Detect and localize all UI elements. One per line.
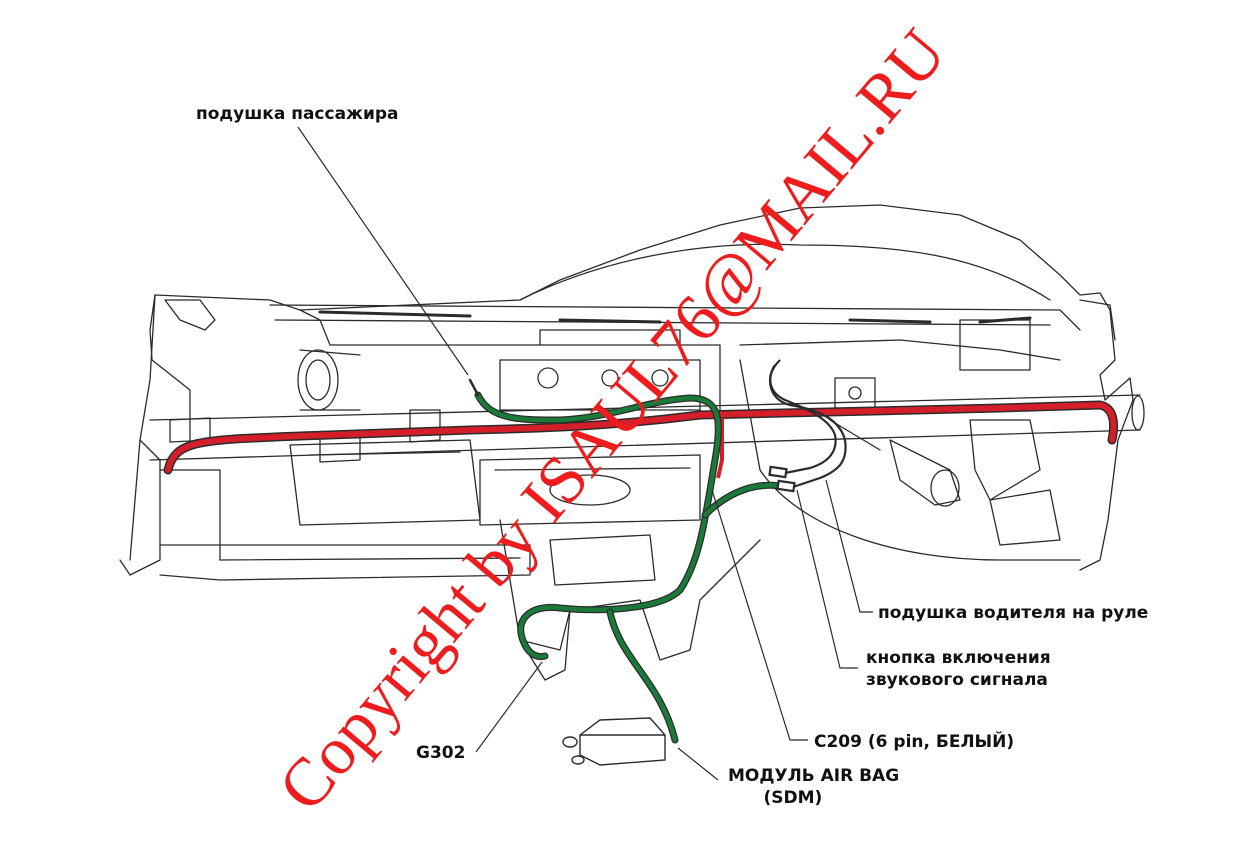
leader-c209 — [711, 489, 808, 741]
sdm-module-drawing — [562, 717, 666, 766]
leader-passenger-airbag — [297, 126, 469, 376]
label-horn-button: кнопка включения звукового сигнала — [866, 648, 1051, 690]
leader-g302 — [475, 661, 543, 753]
label-passenger-airbag: подушка пассажира — [196, 104, 399, 124]
label-g302: G302 — [416, 743, 466, 763]
leader-lines — [297, 126, 873, 781]
label-driver-airbag: подушка водителя на руле — [878, 603, 1149, 623]
green-harness — [468, 378, 794, 744]
label-c209: C209 (6 pin, БЕЛЫЙ) — [814, 732, 1015, 752]
red-harness — [165, 401, 1117, 473]
leader-horn-button — [796, 489, 858, 669]
leader-sdm — [677, 747, 719, 781]
steering-wires — [768, 359, 847, 493]
leader-driver-airbag — [825, 479, 873, 613]
label-sdm: МОДУЛЬ AIR BAG (SDM) — [728, 766, 900, 808]
red-harness-branch — [716, 418, 724, 479]
